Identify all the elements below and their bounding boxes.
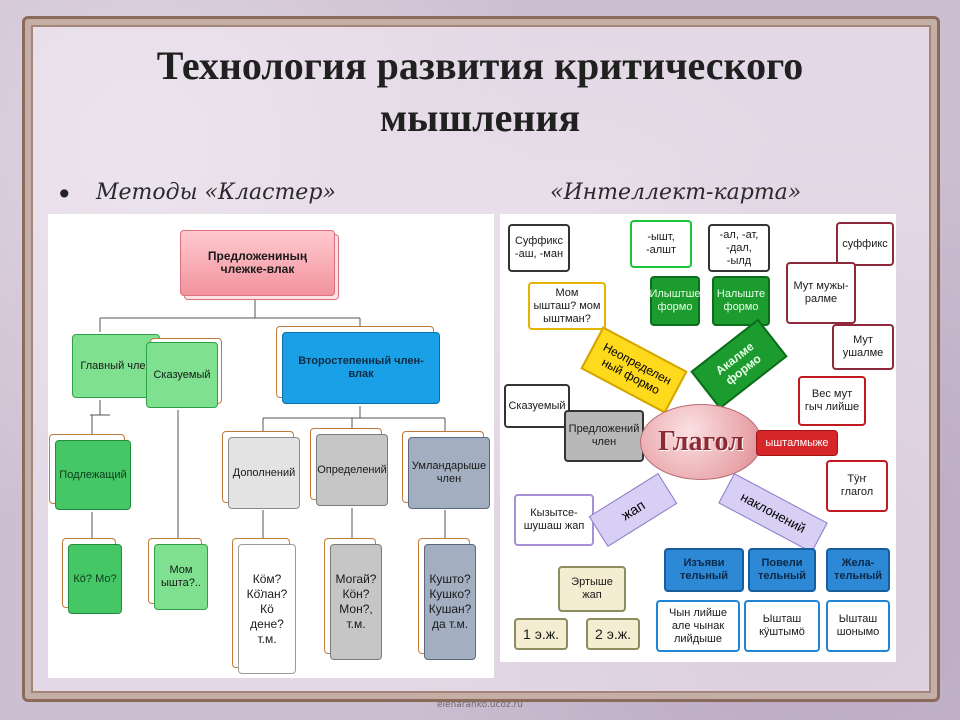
subtitle-cluster: Методы «Кластер» [96, 180, 336, 205]
map-yshtash-shonymo: Ышташ шонымо [826, 600, 890, 652]
map-suffix-al-at: -ал, -ат, -дал, -ылд [708, 224, 770, 272]
map-suffix: суффикс [836, 222, 894, 266]
cluster-subject-questions: Кӧ? Мо? [68, 544, 122, 614]
map-tyng-glagol: Тӱҥ глагол [826, 460, 888, 512]
cluster-complement: Дополнений [228, 437, 300, 509]
subtitle-intellect-map: «Интеллект-карта» [550, 180, 802, 205]
map-chyn-liyshe: Чын лийше але чынак лийдыше [656, 600, 740, 652]
cluster-subject: Подлежащий [55, 440, 131, 510]
cluster-secondary-members: Второстепенный член-влак [282, 332, 440, 404]
cluster-attribute: Определений [316, 434, 388, 506]
cluster-complement-questions: Кӧм? Кӧ̈лан? Кӧ дене? т.м. [238, 544, 296, 674]
map-kyzytse-zhap: Кызытсе-шушаш жап [514, 494, 594, 546]
map-ves-mut: Вес мут гыч лийше [798, 376, 866, 426]
map-center-glagol: Глагол [640, 404, 762, 480]
map-yshtash-kushtymo: Ышташ кӱштымӧ [744, 600, 820, 652]
map-mom-yshtash: Мом ышташ? мом ыштман? [528, 282, 606, 330]
cluster-adverbial-questions: Кушто? Кушко? Кушан? да т.м. [424, 544, 476, 660]
cluster-predicate: Сказуемый [146, 342, 218, 408]
bullet-dot: • [56, 178, 73, 211]
footer-site: elenaranko.ucoz.ru [437, 700, 523, 710]
map-zhelatelny: Жела-тельный [826, 548, 890, 592]
map-mut-muzhyralme: Мут мужы-ралме [786, 262, 856, 324]
map-mut-ushalme: Мут ушалме [832, 324, 894, 370]
map-ertyshe-zhap: Эртыше жап [558, 566, 626, 612]
map-povelitelny: Повели тельный [748, 548, 816, 592]
cluster-adverbial: Умландарыше член [408, 437, 490, 509]
map-suffix-ash-man: Суффикс -аш, -ман [508, 224, 570, 272]
map-suffix-ysht: -ышт, -алшт [630, 220, 692, 268]
map-izyavitelny: Изъяви тельный [664, 548, 744, 592]
map-skazuemy: Сказуемый [504, 384, 570, 428]
map-nalyshte-formo: Налыште формо [712, 276, 770, 326]
map-yshtalmyzhe: ышталмыже [756, 430, 838, 456]
cluster-predicate-questions: Мом ышта?.. [154, 544, 208, 610]
map-ilyshte-formo: Илыштше формо [649, 276, 701, 326]
cluster-root-box: Предложениның члежке-влак [180, 230, 335, 296]
map-predlozheniy-chlen: Предложений член [564, 410, 644, 462]
map-1-ezh: 1 э.ж. [514, 618, 568, 650]
cluster-attribute-questions: Могай? Кӧн? Мон?, т.м. [330, 544, 382, 660]
cluster-main-member: Главный член [72, 334, 160, 398]
map-2-ezh: 2 э.ж. [586, 618, 640, 650]
slide-title: Технология развития критического мышлени… [156, 43, 804, 140]
